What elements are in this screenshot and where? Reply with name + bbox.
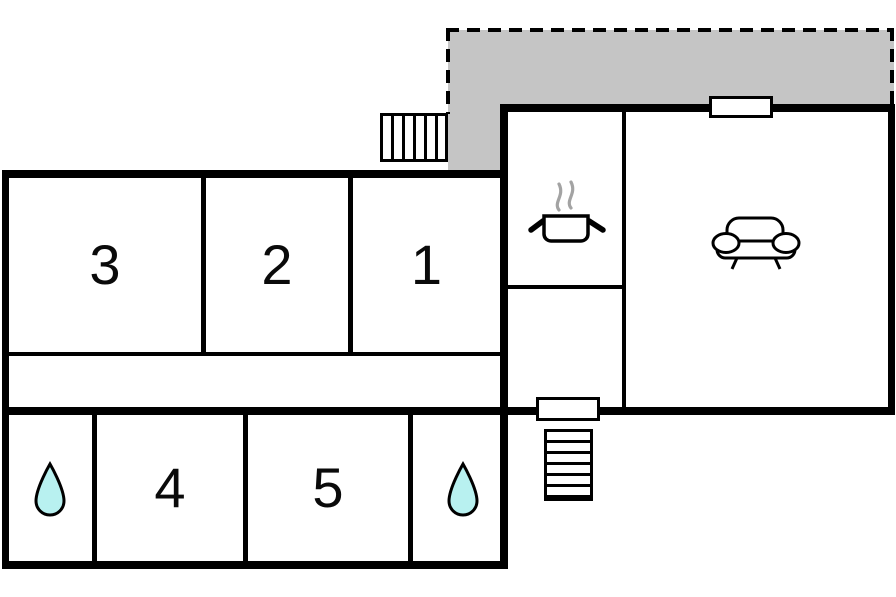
room-4-label: 4 [154, 456, 186, 519]
wall-left-block-top [2, 170, 508, 178]
wall-divider-room3-room2 [201, 176, 206, 356]
wall-divider-room4-room5 [243, 413, 248, 563]
room-3-label: 3 [89, 232, 121, 296]
wall-kitchen-hall-divider [508, 285, 622, 289]
wall-right-block-right [888, 104, 895, 415]
door-icon [536, 397, 600, 421]
room-5-label: 5 [312, 456, 344, 519]
terrace-dashed-border-top [446, 28, 894, 32]
wall-right-block-top [500, 104, 895, 112]
cooking-pot-icon [527, 174, 607, 246]
terrace-dashed-border-left [446, 28, 450, 114]
wall-left-block-left [2, 170, 9, 569]
staircase-top-icon [380, 113, 448, 162]
staircase-bottom-icon [544, 429, 593, 501]
wall-corridor-bottom [7, 407, 502, 415]
terrace-area [448, 30, 894, 104]
wall-divider-room5-bathright [408, 413, 413, 563]
wall-right-block-bottom [500, 407, 895, 415]
wall-left-block-bottom [2, 561, 508, 569]
wall-junction-vertical [500, 104, 508, 569]
room-2-label: 2 [261, 232, 293, 296]
wall-kitchen-living-divider [622, 112, 626, 407]
terrace-dashed-border-right [890, 28, 894, 104]
window-icon [709, 96, 773, 118]
wall-corridor-top [7, 352, 502, 356]
room-1-label: 1 [410, 232, 443, 296]
water-drop-icon-left [33, 461, 67, 519]
water-drop-icon-right [446, 461, 480, 519]
wall-divider-room2-room1 [348, 176, 353, 356]
terrace-area-left-extension [448, 104, 508, 170]
sofa-icon [710, 215, 802, 271]
wall-divider-bathleft-room4 [92, 413, 97, 563]
